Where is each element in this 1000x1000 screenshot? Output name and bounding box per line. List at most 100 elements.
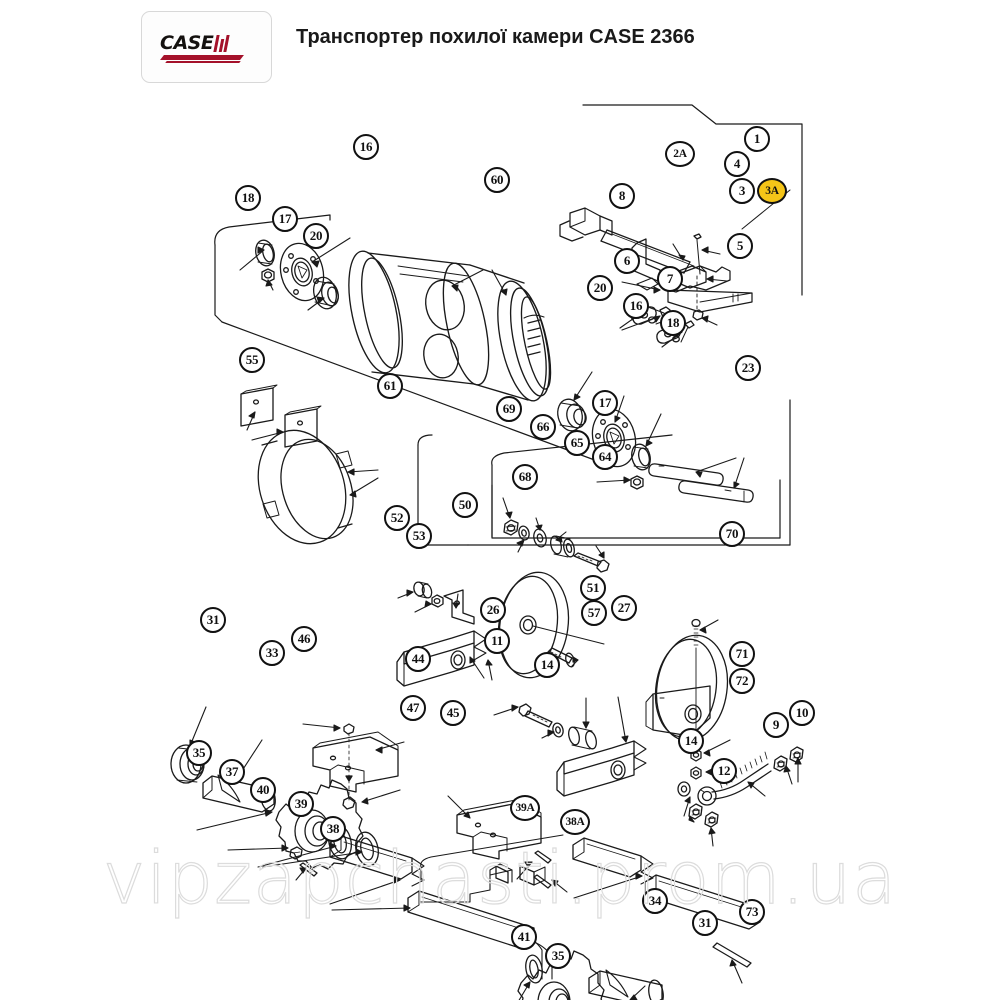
callout-35[interactable]: 35 xyxy=(545,943,571,969)
part-20-bearing-left xyxy=(312,276,339,310)
part-50-bracket xyxy=(443,589,475,625)
part-60-feeder-drum xyxy=(348,250,552,402)
callout-50[interactable]: 50 xyxy=(452,492,478,518)
callout-11[interactable]: 11 xyxy=(484,628,510,654)
callout-8[interactable]: 8 xyxy=(609,183,635,209)
page-title: Транспортер похилої камери CASE 2366 xyxy=(296,26,695,48)
part-17-nut-right xyxy=(630,475,644,490)
callout-26[interactable]: 26 xyxy=(480,597,506,623)
logo-wordmark: CASE xyxy=(160,32,214,54)
part-61-drum-band xyxy=(257,429,354,545)
callout-31[interactable]: 31 xyxy=(200,607,226,633)
callout-1[interactable]: 1 xyxy=(744,126,770,152)
callout-9[interactable]: 9 xyxy=(763,712,789,738)
callout-12[interactable]: 12 xyxy=(711,758,737,784)
part-26-idler-arm-upper xyxy=(396,630,487,687)
part-64-bolt xyxy=(573,552,610,573)
part-72-nut xyxy=(690,766,702,780)
callout-64[interactable]: 64 xyxy=(592,444,618,470)
callout-23[interactable]: 23 xyxy=(735,355,761,381)
callout-41[interactable]: 41 xyxy=(511,924,537,950)
callout-33[interactable]: 33 xyxy=(259,640,285,666)
part-27-arm-plate xyxy=(645,685,711,737)
part-52-bushing xyxy=(413,581,433,599)
callout-61[interactable]: 61 xyxy=(377,373,403,399)
callout-65[interactable]: 65 xyxy=(564,430,590,456)
callout-34[interactable]: 34 xyxy=(642,888,668,914)
logo-ih-stripe-3 xyxy=(223,35,230,52)
callout-31[interactable]: 31 xyxy=(692,910,718,936)
part-39A-crossbar-assembly xyxy=(419,863,546,903)
callout-35[interactable]: 35 xyxy=(186,740,212,766)
callout-66[interactable]: 66 xyxy=(530,414,556,440)
part-16-drum-flange-left xyxy=(279,242,325,302)
callout-14[interactable]: 14 xyxy=(534,652,560,678)
logo-red-bar-upper xyxy=(160,55,244,60)
callout-3[interactable]: 3 xyxy=(729,178,755,204)
part-23-pins xyxy=(648,463,754,503)
callout-27[interactable]: 27 xyxy=(611,595,637,621)
leader-lines-headframe xyxy=(619,189,791,348)
callout-53[interactable]: 53 xyxy=(406,523,432,549)
callout-44[interactable]: 44 xyxy=(405,646,431,672)
part-14-washer-right xyxy=(677,781,691,797)
callout-37[interactable]: 37 xyxy=(219,759,245,785)
callout-17[interactable]: 17 xyxy=(592,390,618,416)
part-34-shaft-bottom xyxy=(588,969,664,1000)
callout-20[interactable]: 20 xyxy=(587,275,613,301)
part-39-pin-left xyxy=(299,862,318,877)
callout-16[interactable]: 16 xyxy=(623,293,649,319)
callout-4[interactable]: 4 xyxy=(724,151,750,177)
callout-14[interactable]: 14 xyxy=(678,728,704,754)
callout-73[interactable]: 73 xyxy=(739,899,765,925)
callout-6[interactable]: 6 xyxy=(614,248,640,274)
callout-38[interactable]: 38 xyxy=(320,816,346,842)
callout-16[interactable]: 16 xyxy=(353,134,379,160)
callout-18[interactable]: 18 xyxy=(235,185,261,211)
callout-40[interactable]: 40 xyxy=(250,777,276,803)
part-5-nut-bottom xyxy=(692,275,704,321)
callout-47[interactable]: 47 xyxy=(400,695,426,721)
callout-68[interactable]: 68 xyxy=(512,464,538,490)
callout-60[interactable]: 60 xyxy=(484,167,510,193)
callout-71[interactable]: 71 xyxy=(729,641,755,667)
callout-7[interactable]: 7 xyxy=(657,266,683,292)
reference-panel-lower-right xyxy=(491,479,781,539)
part-20-bearing-right xyxy=(557,398,587,432)
part-39A-pin xyxy=(534,850,552,864)
callout-18[interactable]: 18 xyxy=(660,310,686,336)
page-header: CASE Транспортер похилої камери CASE 236… xyxy=(0,0,1000,96)
callout-72[interactable]: 72 xyxy=(729,668,755,694)
part-18-bearing-cup-left xyxy=(255,239,275,267)
reference-panel-upper-right xyxy=(582,104,803,296)
callout-57[interactable]: 57 xyxy=(581,600,607,626)
part-26-idler-sprocket-disc xyxy=(497,571,605,679)
part-12-nuts xyxy=(688,803,719,828)
part-53-nut xyxy=(431,594,444,608)
callout-39[interactable]: 39 xyxy=(288,791,314,817)
callout-17[interactable]: 17 xyxy=(272,206,298,232)
logo-red-bar-lower xyxy=(165,61,241,63)
case-ih-logo-mark: CASE xyxy=(160,34,256,64)
leader-lines xyxy=(189,237,802,1000)
part-45-floor-plate xyxy=(420,798,564,881)
callout-55[interactable]: 55 xyxy=(239,347,265,373)
callout-70[interactable]: 70 xyxy=(719,521,745,547)
part-38A-pin-left xyxy=(533,874,552,889)
callout-51[interactable]: 51 xyxy=(580,575,606,601)
callout-39a[interactable]: 39A xyxy=(510,795,540,821)
callout-5[interactable]: 5 xyxy=(727,233,753,259)
part-65-bushing xyxy=(550,535,575,558)
callout-10[interactable]: 10 xyxy=(789,700,815,726)
callout-3a[interactable]: 3A xyxy=(757,178,787,204)
callout-46[interactable]: 46 xyxy=(291,626,317,652)
callout-45[interactable]: 45 xyxy=(440,700,466,726)
callout-69[interactable]: 69 xyxy=(496,396,522,422)
part-68-washer xyxy=(518,525,530,541)
callout-52[interactable]: 52 xyxy=(384,505,410,531)
callout-20[interactable]: 20 xyxy=(303,223,329,249)
part-16-drum-flange-right xyxy=(591,408,637,468)
callout-38a[interactable]: 38A xyxy=(560,809,590,835)
callout-2a[interactable]: 2A xyxy=(665,141,695,167)
